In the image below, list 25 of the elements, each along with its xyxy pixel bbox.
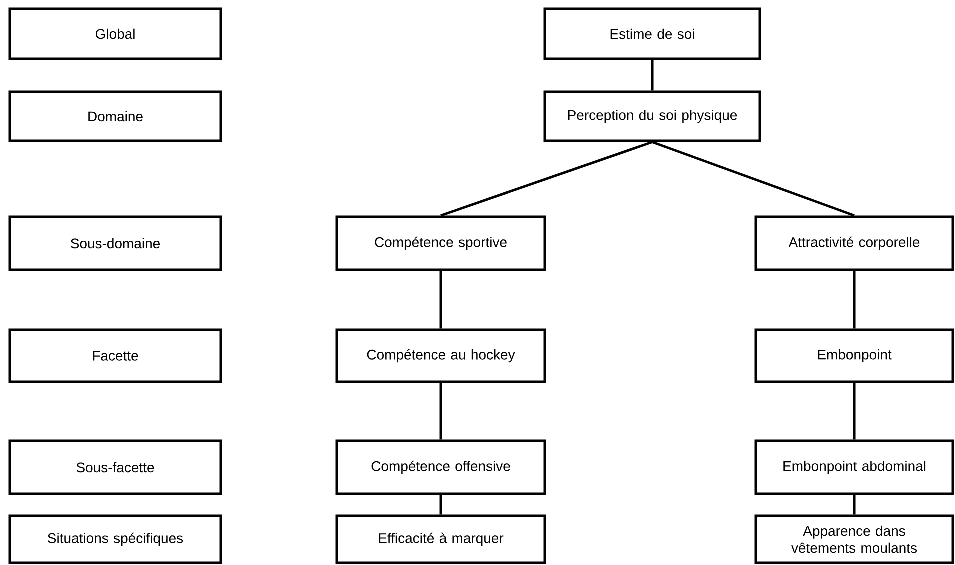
concept-box: Apparence dans vêtements moulants xyxy=(754,514,954,564)
concept-box: Compétence au hockey xyxy=(336,328,546,384)
connector-line xyxy=(651,60,654,91)
connector-line xyxy=(440,495,442,515)
concept-box: Compétence sportive xyxy=(336,216,546,272)
connector-line xyxy=(440,271,442,329)
level-box: Domaine xyxy=(8,90,222,142)
concept-box: Attractivité corporelle xyxy=(754,216,954,272)
connector-line xyxy=(853,383,856,440)
connector-line xyxy=(853,271,856,329)
level-box: Global xyxy=(8,8,222,60)
level-box: Facette xyxy=(8,328,222,384)
level-box: Sous-facette xyxy=(8,440,222,496)
concept-box: Embonpoint xyxy=(754,328,954,384)
concept-box: Estime de soi xyxy=(544,8,762,60)
concept-box: Compétence offensive xyxy=(336,440,546,496)
concept-box: Embonpoint abdominal xyxy=(754,440,954,496)
level-box: Sous-domaine xyxy=(8,216,222,272)
concept-box: Efficacité à marquer xyxy=(336,514,546,564)
level-box: Situations spécifiques xyxy=(8,514,222,564)
connector-line xyxy=(853,495,856,515)
concept-box: Perception du soi physique xyxy=(544,90,762,142)
connector-line xyxy=(440,383,442,440)
connector-line xyxy=(440,141,653,217)
connector-line xyxy=(652,141,855,217)
